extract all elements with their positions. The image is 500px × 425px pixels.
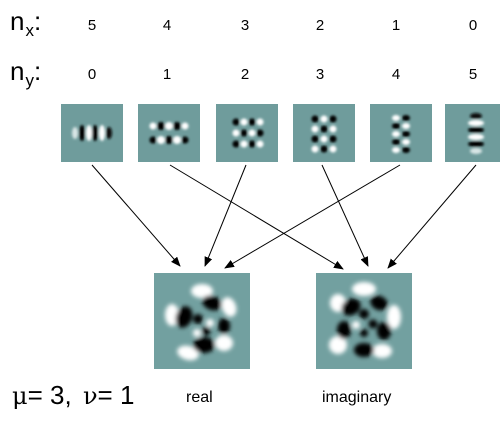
real-mode-image <box>154 273 250 369</box>
nx-value: 4 <box>162 17 172 34</box>
imaginary-label: imaginary <box>322 389 392 406</box>
arrow-mode-3-2-to-real <box>204 164 247 267</box>
mode-image-4-1 <box>138 104 200 162</box>
ny-label-main: n <box>10 56 25 86</box>
arrow-mode-1-4-to-real <box>224 164 401 269</box>
mu-nu-label: μ= 3, ν= 1 <box>12 382 134 408</box>
nu-value: = 1 <box>97 380 135 410</box>
arrow-mode-5-0-to-real <box>91 164 181 267</box>
nx-value: 3 <box>240 17 250 34</box>
ny-label: ny: <box>10 56 42 89</box>
nx-label-main: n <box>10 6 25 36</box>
ny-value: 0 <box>87 66 97 83</box>
nx-label-colon: : <box>33 6 42 36</box>
ny-value: 4 <box>391 66 401 83</box>
mode-image-1-4 <box>370 104 432 162</box>
mu-value: = 3, <box>27 380 72 410</box>
real-label: real <box>186 389 213 406</box>
ny-value: 5 <box>468 66 478 83</box>
mu-symbol: μ <box>12 382 28 410</box>
nx-label-sub: x <box>25 21 34 40</box>
nx-value: 1 <box>391 17 401 34</box>
imaginary-mode-image <box>316 273 412 369</box>
nx-value: 5 <box>87 17 97 34</box>
ny-value: 3 <box>315 66 325 83</box>
ny-value: 1 <box>162 66 172 83</box>
nx-value: 0 <box>468 17 478 34</box>
arrow-mode-0-5-to-imaginary <box>387 164 477 269</box>
nx-label: nx: <box>10 6 42 39</box>
nu-symbol: ν <box>82 382 98 410</box>
mode-image-2-3 <box>293 104 355 162</box>
mode-image-0-5 <box>445 104 500 162</box>
ny-label-colon: : <box>33 56 42 86</box>
arrow-mode-4-1-to-imaginary <box>169 164 344 270</box>
mode-image-3-2 <box>216 104 278 162</box>
ny-label-sub: y <box>25 71 34 90</box>
mode-image-5-0 <box>61 104 123 162</box>
nx-value: 2 <box>315 17 325 34</box>
ny-value: 2 <box>240 66 250 83</box>
arrow-mode-2-3-to-imaginary <box>321 164 369 267</box>
